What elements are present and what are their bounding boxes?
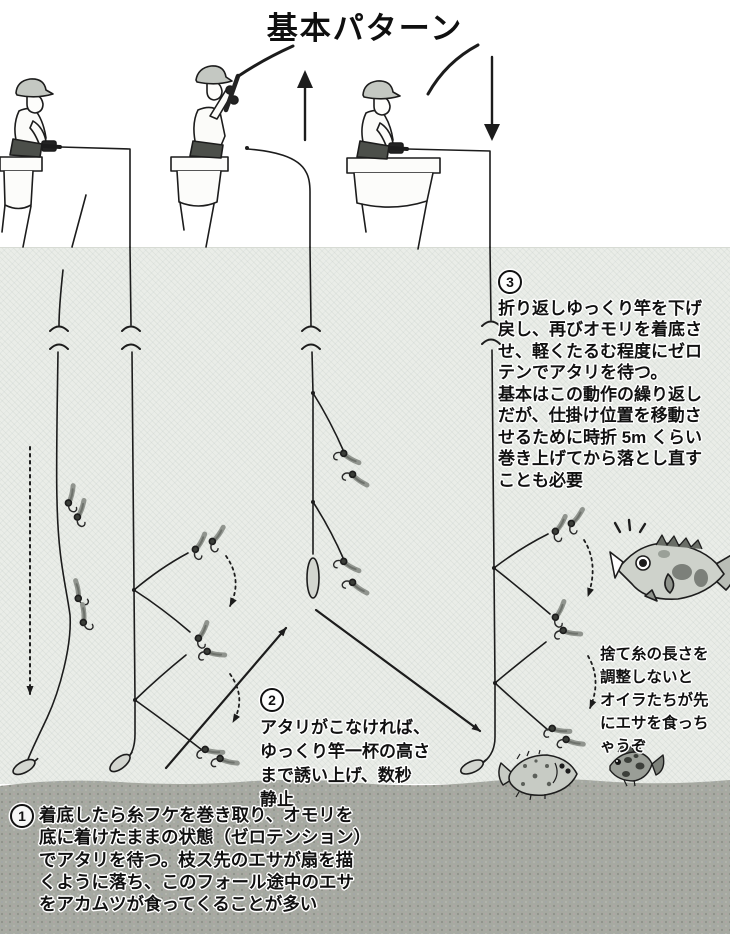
boat-3	[346, 157, 441, 250]
step-1-text: 着底したら糸フケを巻き取り、オモリを 底に着けたままの状態（ゼロテンション） で…	[39, 805, 371, 915]
lift-motion-arrow	[164, 626, 288, 770]
water-area	[0, 247, 730, 784]
line-drop-3	[406, 148, 491, 248]
surprise-marks	[613, 518, 647, 534]
step-3-note: 3 折り返しゆっくり竿を下げ 戻し、再びオモリを着底さ せ、軽くたるむ程度にゼロ …	[498, 248, 730, 491]
rod-3	[389, 146, 409, 151]
fan-arc-arrow	[225, 555, 237, 607]
rod-2-handle	[223, 73, 241, 113]
fisherman-3	[356, 80, 404, 160]
step-3-text: 折り返しゆっくり竿を下げ 戻し、再びオモリを着底さ せ、軽くたるむ程度にゼロ テ…	[498, 298, 703, 490]
rig-zero-tension	[106, 246, 241, 777]
lift-up-arrow	[297, 70, 313, 142]
lower-down-arrow	[484, 55, 500, 141]
rod-2	[235, 44, 295, 79]
seabed	[0, 778, 730, 934]
flounder	[498, 749, 578, 801]
weight-icon	[10, 753, 42, 779]
weight-icon	[106, 748, 137, 776]
step-1-number: 1	[10, 804, 34, 828]
line-drop-2	[247, 148, 311, 248]
step-2-note: 2 アタリがこなければ、 ゆっくり竿一杯の高さ まで誘い上げ、数秒 静止	[260, 664, 488, 812]
fan-arc-arrow	[587, 655, 597, 709]
relower-motion-arrow	[314, 608, 482, 733]
small-rockfish	[609, 744, 665, 787]
step-2-text: アタリがこなければ、 ゆっくり竿一杯の高さ まで誘い上げ、数秒 静止	[260, 718, 430, 809]
step-3-number: 3	[498, 269, 522, 294]
fish-speech-text: 捨て糸の長さを 調整しないと オイラたちが先 にエサを食っち ゃうぞ	[600, 646, 709, 755]
fan-arc-arrow	[229, 673, 241, 723]
rig-lifted	[301, 246, 367, 602]
rod-3-motion-trail	[426, 43, 480, 96]
boat-1	[0, 156, 87, 248]
line-drop-1	[59, 146, 131, 248]
rod-1	[42, 144, 62, 149]
big-fish	[609, 518, 730, 602]
boat-2	[170, 156, 229, 248]
fisherman-2	[189, 65, 239, 159]
fan-arc-arrow	[583, 539, 594, 597]
step-2-number: 2	[260, 688, 284, 712]
page-title: 基本パターン	[266, 11, 464, 46]
weight-icon	[306, 557, 320, 599]
rig-initial-fall	[10, 269, 100, 779]
rig-relowered	[458, 246, 597, 778]
